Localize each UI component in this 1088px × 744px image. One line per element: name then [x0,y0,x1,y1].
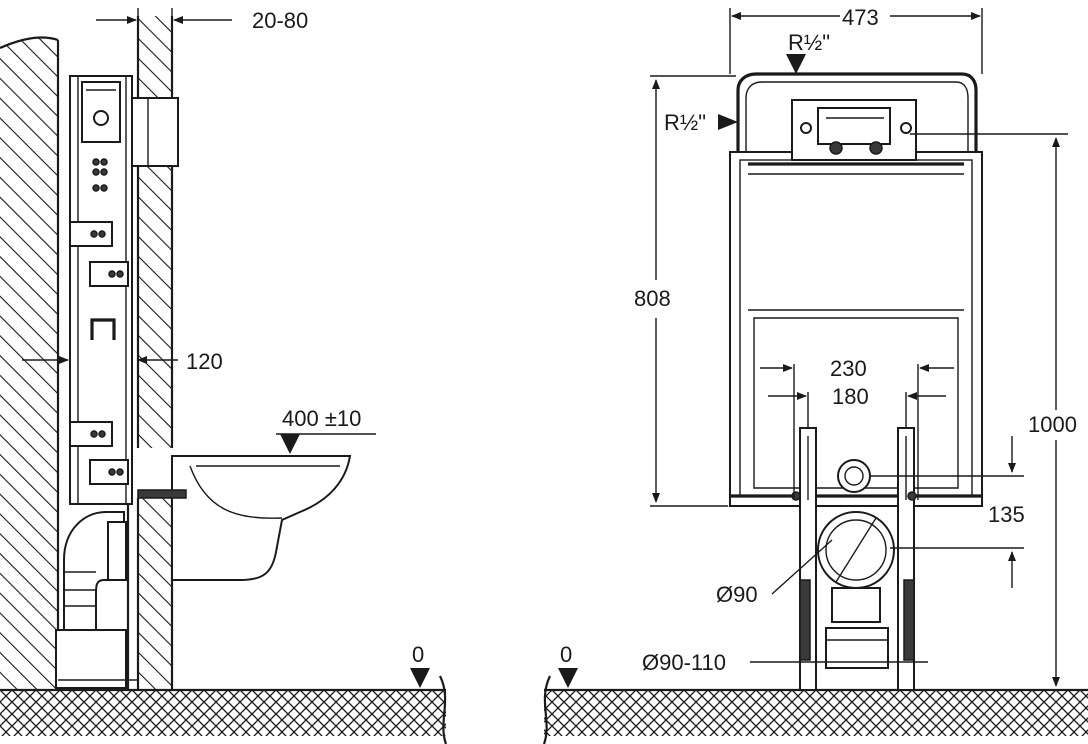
label-side-floor-level: 0 [412,642,424,667]
flush-pipe-circle [837,459,871,493]
label-bowl-height: 400 ±10 [282,406,361,431]
front-drain-pipe [817,511,895,669]
dim-total-height: 1000 [910,133,1077,691]
front-floor [542,675,1088,744]
dim-cistern-height: 808 [634,75,736,507]
dim-wall-depth: 20-80 [96,8,308,42]
side-drain-pipe [63,511,127,631]
side-floor [0,675,448,744]
dim-front-floor-level: 0 [558,642,578,688]
dim-bowl-height: 400 ±10 [276,406,376,454]
label-bolt-spacing-outer: 230 [830,356,867,381]
front-mounting-bars [791,427,917,691]
label-frame-depth: 120 [186,349,223,374]
dim-frame-depth: 120 [22,349,223,374]
label-front-floor-level: 0 [560,642,572,667]
dim-side-floor-level: 0 [410,642,430,688]
dim-flush-pipe: Ø90 [716,539,833,607]
dim-side-inlet: R½" [664,110,738,135]
dim-drain-offset: 135 [870,436,1025,588]
front-view: 473 R½" R½" 808 1000 [542,5,1088,744]
label-flush-pipe: Ø90 [716,582,758,607]
dim-bolt-spacing-inner: 180 [768,384,946,428]
side-frame [55,75,179,690]
dim-top-inlet: R½" [786,30,830,74]
label-cistern-height: 808 [634,286,671,311]
side-toilet-bowl [137,455,352,581]
label-drain-offset: 135 [988,502,1025,527]
front-cistern [729,72,983,507]
side-view: 20-80 120 400 ±10 0 [0,8,448,744]
label-bolt-spacing-inner: 180 [832,384,869,409]
label-wall-depth: 20-80 [252,8,308,33]
side-wall [0,36,60,690]
label-top-inlet: R½" [788,30,830,55]
label-total-height: 1000 [1028,412,1077,437]
dim-frame-width: 473 [729,5,983,74]
dim-drain-pipe: Ø90-110 [642,650,928,675]
label-drain-pipe: Ø90-110 [642,650,726,675]
dim-bolt-spacing-outer: 230 [760,356,954,500]
label-frame-width: 473 [842,5,879,30]
label-side-inlet: R½" [664,110,706,135]
